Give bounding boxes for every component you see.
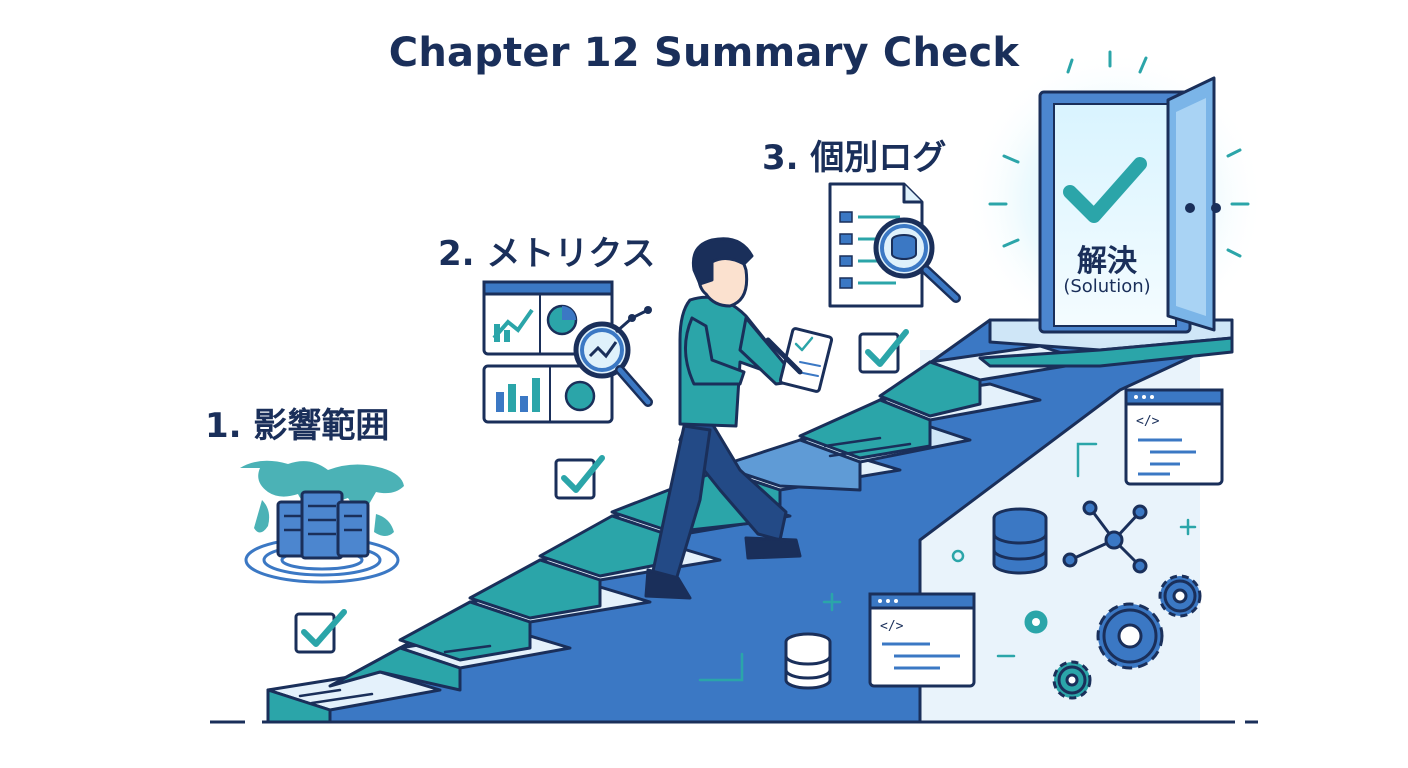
- network-icon: [1062, 500, 1148, 574]
- step-1-label: 1. 影響範囲: [205, 406, 390, 446]
- code-window-icon: </>: [1124, 388, 1224, 486]
- world-map-server-icon: [240, 460, 404, 584]
- metrics-dashboard-icon: [482, 280, 653, 424]
- code-tag-top: </>: [1136, 414, 1160, 429]
- step-3-checkbox-icon: [858, 329, 909, 374]
- goal-label-en: (Solution): [1063, 276, 1151, 297]
- step-1-checkbox-icon: [294, 609, 347, 654]
- sparkles: [698, 442, 1197, 682]
- solution-door: [965, 50, 1265, 350]
- person-climbing-icon: [644, 237, 834, 600]
- code-tag-bottom: </>: [880, 619, 904, 634]
- database-icon: [992, 507, 1048, 575]
- goal-label-jp: 解決: [1077, 244, 1137, 279]
- log-document-magnifier-icon: [828, 182, 961, 308]
- code-window-bottom-icon: </>: [868, 592, 976, 688]
- step-1: [266, 670, 442, 724]
- database-bottom-icon: [784, 632, 832, 690]
- step-3-label: 3. 個別ログ: [762, 138, 947, 178]
- step-2-checkbox-icon: [554, 455, 605, 500]
- gears-icon: [1024, 574, 1202, 700]
- step-2-label: 2. メトリクス: [438, 234, 656, 274]
- page-title: Chapter 12 Summary Check: [388, 30, 1020, 76]
- door-check-icon: [1063, 157, 1147, 223]
